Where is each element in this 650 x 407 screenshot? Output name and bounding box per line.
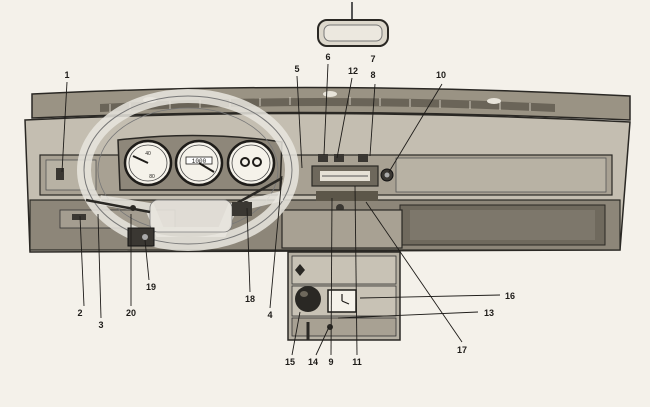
left-vent-control	[56, 168, 64, 180]
callout-15: 15	[285, 357, 295, 367]
speedometer-readout-bottom: 80	[149, 174, 155, 180]
right-stalk-icon	[231, 176, 283, 208]
heater-switch-right	[358, 154, 368, 162]
callout-labels: 1 2 3 4 5 6 7 8 9 10 11 12 13 14 15 16 1…	[64, 52, 515, 367]
odometer-readout: 1000	[192, 158, 207, 165]
leader-lines	[61, 63, 501, 356]
callout-1: 1	[64, 70, 69, 80]
callout-6: 6	[325, 52, 330, 62]
steering-wheel	[77, 89, 299, 251]
speedometer-needle	[132, 155, 149, 164]
callout-3: 3	[98, 320, 103, 330]
heater-switch-left	[318, 154, 328, 162]
instrument-cluster: 40 80 1000	[117, 134, 283, 191]
callout-7: 7	[370, 54, 375, 64]
logo-badge-icon	[295, 264, 305, 276]
speedometer-readout-top: 40	[145, 151, 151, 157]
center-console-lower	[281, 209, 403, 341]
bonnet-release-icon	[142, 234, 148, 240]
callout-20: 20	[126, 308, 136, 318]
callout-2: 2	[77, 308, 82, 318]
callout-16: 16	[505, 291, 515, 301]
odometer-needle	[198, 162, 215, 173]
callout-8: 8	[370, 70, 375, 80]
callout-10: 10	[436, 70, 446, 80]
callout-12: 12	[348, 66, 358, 76]
steering-column	[85, 176, 283, 247]
gear-shift-knob-icon	[295, 286, 321, 312]
callout-19: 19	[146, 282, 156, 292]
callout-5: 5	[294, 64, 299, 74]
rear-view-mirror	[317, 2, 389, 47]
callout-4: 4	[267, 310, 272, 320]
callout-17: 17	[457, 345, 467, 355]
callout-13: 13	[484, 308, 494, 318]
auxiliary-gauge	[226, 139, 276, 187]
callout-9: 9	[328, 357, 333, 367]
warning-lamps-icon	[240, 157, 262, 167]
callout-11: 11	[352, 357, 362, 367]
center-console-top	[311, 154, 394, 212]
callout-14: 14	[308, 357, 318, 367]
left-stalk-icon	[85, 198, 151, 214]
callout-18: 18	[245, 294, 255, 304]
